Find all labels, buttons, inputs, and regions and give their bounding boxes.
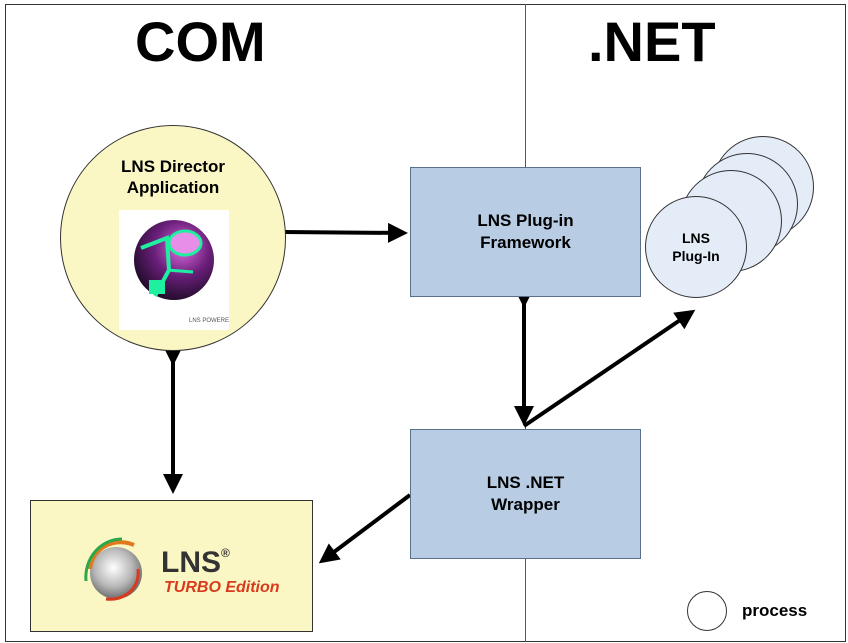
lns-director-logo-icon: LNS POWERED bbox=[119, 210, 234, 330]
svg-text:LNS POWERED: LNS POWERED bbox=[189, 318, 229, 324]
lns-plugin-framework-box: LNS Plug-in Framework bbox=[410, 167, 641, 297]
diagram-frame bbox=[5, 4, 846, 642]
com-section-title: COM bbox=[135, 10, 266, 73]
net-section-title: .NET bbox=[588, 10, 716, 73]
framework-label: LNS Plug-in Framework bbox=[477, 210, 574, 252]
wrapper-label: LNS .NET Wrapper bbox=[486, 472, 565, 514]
legend-process-circle-icon bbox=[687, 591, 727, 631]
legend-process-label: process bbox=[742, 601, 808, 620]
lns-turbo-swirl-logo-icon bbox=[84, 537, 142, 601]
lns-net-wrapper-box: LNS .NET Wrapper bbox=[410, 429, 641, 559]
plugin-label: LNS Plug-In bbox=[672, 229, 720, 264]
arrow-wrapper-to-plugin bbox=[522, 309, 696, 428]
lns-director-process: LNS Director Application LNS POWERED bbox=[60, 125, 286, 351]
lns-turbo-edition-box: LNS® TURBO Edition bbox=[30, 500, 313, 632]
arrow-wrapper-to-turbo bbox=[318, 493, 412, 564]
turbo-registered-mark: ® bbox=[221, 546, 230, 560]
turbo-edition-label: TURBO Edition bbox=[164, 579, 280, 596]
director-title: LNS Director Application bbox=[121, 157, 225, 198]
plugin-process-front: LNS Plug-In bbox=[645, 196, 747, 298]
turbo-brand-text: LNS bbox=[161, 546, 221, 579]
arrow-director-to-framework bbox=[283, 222, 408, 243]
turbo-brand: LNS® bbox=[161, 546, 230, 580]
